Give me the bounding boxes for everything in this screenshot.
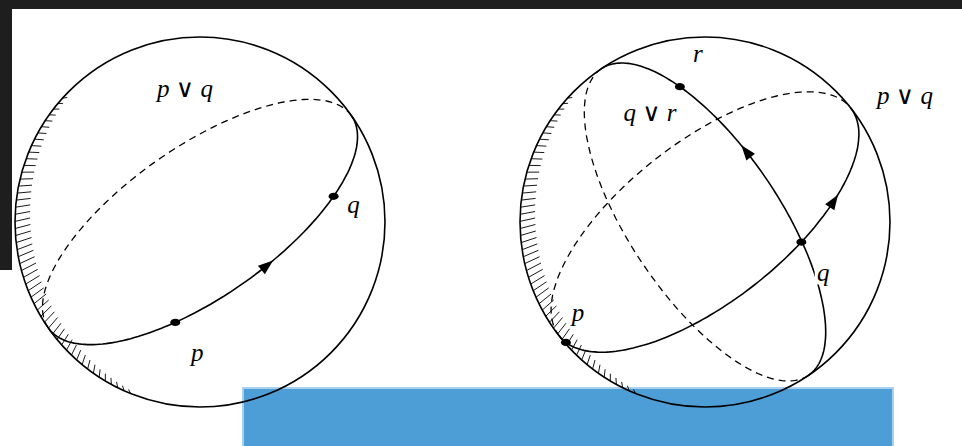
sphere-outline	[15, 37, 385, 407]
point-dot	[796, 238, 806, 245]
point-dot	[561, 339, 571, 346]
point-label: q	[345, 192, 362, 217]
line-label: p ∨ q	[155, 76, 215, 101]
point-dot	[675, 83, 685, 90]
great-circle-front	[49, 116, 358, 345]
great-circle-back	[584, 69, 808, 381]
sphere-outline	[520, 37, 890, 407]
great-circle-front	[559, 108, 859, 352]
blue-banner	[243, 388, 893, 446]
point-label: p	[570, 300, 587, 325]
slide-frame	[0, 0, 962, 9]
great-circle-back	[43, 99, 352, 328]
point-dot	[329, 193, 339, 200]
direction-arrow	[825, 195, 838, 211]
point-label: r	[691, 40, 705, 65]
direction-arrow	[258, 261, 273, 275]
direction-arrow	[741, 145, 755, 160]
point-label: q	[815, 260, 832, 285]
point-label: p	[189, 340, 206, 365]
great-circle-front	[602, 63, 826, 375]
sphere-shading	[15, 98, 131, 394]
point-dot	[170, 319, 180, 326]
great-circle-back	[551, 92, 851, 336]
line-label: p ∨ q	[875, 83, 935, 108]
line-label: q ∨ r	[621, 100, 678, 125]
slide-frame	[0, 0, 12, 270]
